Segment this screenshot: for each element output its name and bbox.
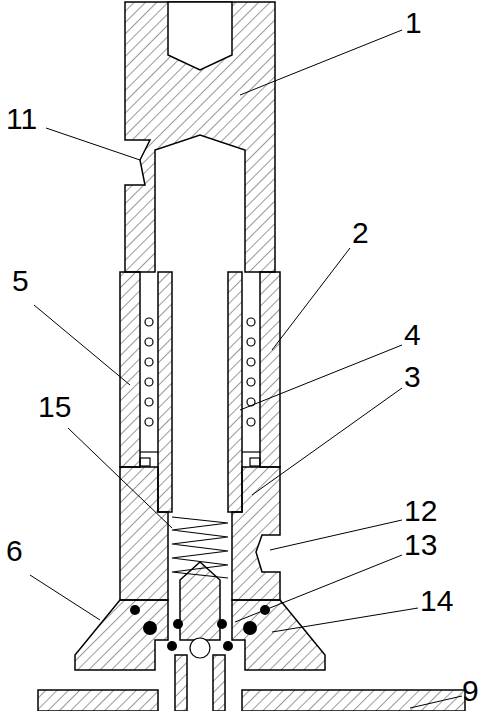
spring: [172, 517, 228, 578]
outlet-wall: [213, 655, 225, 711]
outlet-wall: [175, 655, 187, 711]
base-plate: [242, 690, 465, 711]
callout-number: 3: [404, 362, 421, 392]
inner-tube: [228, 272, 242, 512]
callout-number: 15: [38, 392, 71, 422]
callout-number: 13: [404, 530, 437, 560]
callout-number: 14: [420, 586, 453, 616]
lower-body: [232, 467, 280, 600]
callout-number: 1: [405, 8, 422, 38]
top-socket: [168, 2, 232, 70]
callout-number: 2: [352, 218, 369, 248]
sleeve-wall: [120, 272, 140, 467]
sleeve-wall: [260, 272, 280, 467]
upper-body: [125, 2, 275, 272]
callout-number: 12: [404, 496, 437, 526]
callout-number: 4: [404, 320, 421, 350]
balls: [130, 605, 270, 651]
inner-tube: [158, 272, 172, 512]
callout-number: 5: [12, 266, 29, 296]
flange: [75, 600, 168, 670]
callout-number: 6: [6, 536, 23, 566]
callout-number: 9: [462, 676, 479, 706]
spring-coils: [145, 318, 255, 426]
flange: [232, 600, 325, 670]
base-plate: [38, 690, 158, 711]
lower-body: [120, 467, 168, 600]
callout-number: 11: [6, 104, 37, 134]
leader-lines: [30, 30, 462, 708]
